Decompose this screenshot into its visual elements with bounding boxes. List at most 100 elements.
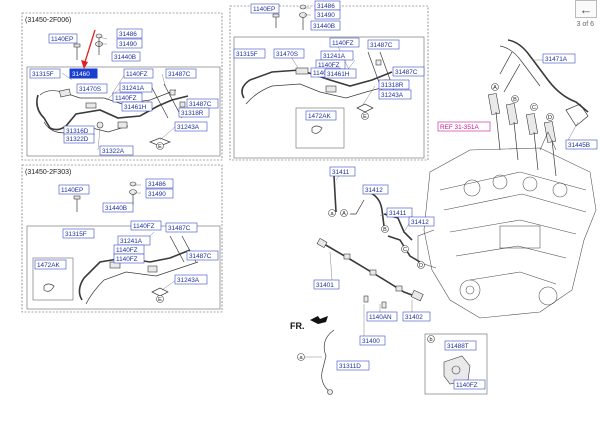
callout-31490[interactable]: 31490 <box>119 41 137 48</box>
circle-marker-a: a <box>299 355 303 361</box>
back-button[interactable]: ← <box>575 0 597 18</box>
callout-31487C-2[interactable]: 31487C <box>395 69 418 76</box>
callout-31322A[interactable]: 31322A <box>102 148 125 155</box>
callout-31411-2[interactable]: 31411 <box>389 210 407 217</box>
circle-marker-b: b <box>429 337 432 343</box>
callout-31401[interactable]: 31401 <box>316 282 334 289</box>
detail-box <box>32 257 74 301</box>
callout-31440B[interactable]: 31440B <box>313 23 335 30</box>
panel-31450-2F303: (31450-2F303) 1140EP 31486 31490 31440B … <box>21 164 223 313</box>
detail-box-b <box>424 333 488 395</box>
callout-1140FZ[interactable]: 1140FZ <box>126 71 148 78</box>
callout-31412-2[interactable]: 31412 <box>411 219 429 226</box>
callout-31315F[interactable]: 31315F <box>65 231 87 238</box>
callout-31440B[interactable]: 31440B <box>114 54 136 61</box>
callout-31241A[interactable]: 31241A <box>120 238 143 245</box>
callout-1140EP[interactable]: 1140EP <box>253 6 275 13</box>
callout-1140FZ[interactable]: 1140FZ <box>332 40 354 47</box>
circle-marker-C: C <box>403 247 407 253</box>
callout-31241A[interactable]: 31241A <box>323 53 346 60</box>
callout-31470S[interactable]: 31470S <box>79 86 101 93</box>
panel-header: (31450-2F303) <box>25 169 71 176</box>
callout-31315F[interactable]: 31315F <box>32 71 54 78</box>
callout-31412[interactable]: 31412 <box>365 187 383 194</box>
reference-link-31-351A[interactable]: REF 31-351A <box>440 124 479 131</box>
engine-block <box>417 131 597 319</box>
panel-frame <box>21 12 223 161</box>
inner-box <box>26 66 221 157</box>
circle-marker-D: D <box>548 115 552 121</box>
arrow-left-icon: ← <box>579 1 593 17</box>
circle-marker-E: E <box>158 144 162 150</box>
callout-31490[interactable]: 31490 <box>148 191 166 198</box>
callout-31486[interactable]: 31486 <box>119 31 137 38</box>
callout-1140EP[interactable]: 1140EP <box>61 187 83 194</box>
callout-31322D[interactable]: 31322D <box>66 136 89 143</box>
callout-31316D[interactable]: 31316D <box>66 128 89 135</box>
callout-31243A[interactable]: 31243A <box>177 124 200 131</box>
callout-31470S[interactable]: 31470S <box>276 51 298 58</box>
callout-31461H[interactable]: 31461H <box>124 104 147 111</box>
callout-31440B[interactable]: 31440B <box>105 205 127 212</box>
engine-assembly: A B C D 31471A 31445B REF 31-351A <box>290 39 598 395</box>
callout-31461H[interactable]: 31461H <box>327 71 350 78</box>
callout-31486[interactable]: 31486 <box>148 181 166 188</box>
front-arrow-icon <box>310 316 328 324</box>
callout-31241A[interactable]: 31241A <box>122 85 145 92</box>
front-direction-label: FR. <box>290 321 305 331</box>
panel-31450-2F006: (31450-2F006) 114 <box>21 12 223 161</box>
callout-31487C-2[interactable]: 31487C <box>189 101 212 108</box>
callout-31411[interactable]: 31411 <box>332 169 350 176</box>
circle-marker-A: A <box>493 85 497 91</box>
circle-marker-E: E <box>158 297 162 303</box>
inner-box <box>233 36 425 159</box>
circle-marker-C: C <box>532 105 536 111</box>
callout-31311D[interactable]: 31311D <box>339 363 361 370</box>
callout-1140FZ[interactable]: 1140FZ <box>133 223 155 230</box>
callout-31460-highlighted[interactable]: 31460 <box>72 71 90 78</box>
circle-marker-E: E <box>363 114 367 120</box>
detail-box <box>295 107 345 149</box>
callout-31315F[interactable]: 31315F <box>236 51 258 58</box>
callout-31487C[interactable]: 31487C <box>370 42 393 49</box>
common-rail <box>316 237 424 309</box>
inner-box <box>26 225 221 310</box>
callout-1140FZ-2[interactable]: 1140FZ <box>318 62 340 69</box>
callout-1140EP[interactable]: 1140EP <box>51 36 73 43</box>
red-arrow-icon <box>81 29 96 69</box>
callout-1140FZ[interactable]: 1140FZ <box>456 382 478 389</box>
page-indicator: 3 of 6 <box>576 21 594 28</box>
callout-1140FZ-3[interactable]: 1140FZ <box>116 256 138 263</box>
callout-1140AN[interactable]: 1140AN <box>369 314 392 321</box>
callout-31486[interactable]: 31486 <box>317 3 335 10</box>
callout-31318R[interactable]: 31318R <box>181 110 204 117</box>
circle-marker-B: B <box>513 97 517 103</box>
circle-marker-D: D <box>419 263 423 269</box>
callout-31400[interactable]: 31400 <box>362 338 380 345</box>
callout-1140FZ-2[interactable]: 1140FZ <box>116 247 138 254</box>
panel-top-middle: 1140EP 31486 31490 31440B 1140FZ 31487C … <box>229 0 429 161</box>
callout-1472AK[interactable]: 1472AK <box>37 262 60 269</box>
circle-marker-B: B <box>383 227 387 233</box>
callout-31318R[interactable]: 31318R <box>381 82 404 89</box>
callout-31445B[interactable]: 31445B <box>568 142 590 149</box>
fuel-pipe <box>36 94 189 131</box>
callout-1472AK[interactable]: 1472AK <box>308 113 331 120</box>
circle-marker-A: A <box>342 211 346 217</box>
panel-header: (31450-2F006) <box>25 17 71 24</box>
callout-31487C-2[interactable]: 31487C <box>189 253 212 260</box>
callout-31471A[interactable]: 31471A <box>545 56 568 63</box>
callout-31487C[interactable]: 31487C <box>168 71 191 78</box>
callout-31490[interactable]: 31490 <box>317 12 335 19</box>
callout-31243A[interactable]: 31243A <box>177 277 200 284</box>
callout-1140FZ-2[interactable]: 1140FZ <box>115 95 137 102</box>
callout-31243A[interactable]: 31243A <box>381 92 404 99</box>
callout-1140FZ-3[interactable]: 1140FZ <box>313 70 335 77</box>
callout-31488T[interactable]: 31488T <box>447 343 469 350</box>
callout-31487C[interactable]: 31487C <box>168 225 191 232</box>
circle-marker-a: a <box>330 211 334 217</box>
callout-31402[interactable]: 31402 <box>405 314 423 321</box>
injectors <box>487 93 557 177</box>
panel-frame <box>21 164 223 313</box>
